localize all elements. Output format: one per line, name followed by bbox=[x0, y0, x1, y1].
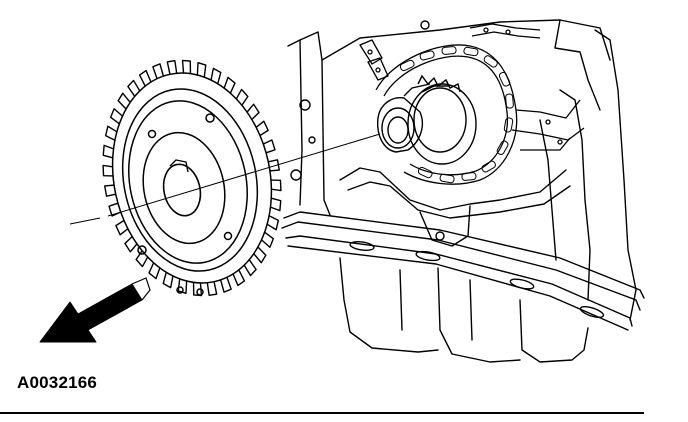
reluctor-tooth bbox=[270, 179, 282, 192]
reluctor-tooth bbox=[109, 108, 123, 125]
reluctor-tooth bbox=[263, 139, 276, 154]
reluctor-tooth bbox=[235, 88, 249, 106]
reluctor-tooth bbox=[219, 277, 232, 293]
reluctor-tooth bbox=[181, 59, 192, 74]
reluctor-tooth bbox=[162, 272, 174, 289]
figure-id-label: A0032166 bbox=[17, 373, 98, 392]
reluctor-tooth bbox=[177, 278, 188, 295]
reluctor-tooth bbox=[115, 219, 129, 236]
reluctor-tooth bbox=[261, 231, 275, 248]
reluctor-tooth bbox=[210, 67, 222, 84]
reluctor-tooth bbox=[152, 63, 165, 79]
reluctor-tooth bbox=[255, 120, 269, 137]
reluctor-tooth bbox=[166, 60, 178, 75]
alignment-line bbox=[69, 133, 381, 225]
reluctor-tooth bbox=[196, 61, 207, 78]
reluctor-tooth bbox=[270, 197, 282, 212]
reluctor-teeth bbox=[102, 59, 282, 297]
reluctor-tooth bbox=[138, 69, 152, 87]
reluctor-tooth bbox=[223, 76, 236, 94]
reluctor-tooth bbox=[124, 236, 138, 253]
reluctor-tooth bbox=[104, 125, 118, 141]
reluctor-ring bbox=[102, 59, 282, 297]
reluctor-tooth bbox=[117, 92, 131, 110]
reluctor-tooth bbox=[243, 259, 257, 277]
reluctor-tooth bbox=[232, 269, 246, 287]
reluctor-tooth bbox=[102, 164, 114, 177]
crankshaft-hub bbox=[377, 74, 477, 165]
engine-block bbox=[281, 19, 645, 363]
reluctor-tooth bbox=[108, 202, 121, 217]
reluctor-tooth bbox=[246, 103, 260, 120]
reluctor-tooth bbox=[253, 246, 267, 264]
pointer-arrow-icon bbox=[39, 283, 143, 343]
bottom-divider bbox=[0, 412, 644, 414]
reluctor-tooth bbox=[192, 282, 203, 297]
reluctor-tooth bbox=[104, 184, 116, 197]
reluctor-tooth bbox=[206, 281, 218, 296]
reluctor-tooth bbox=[266, 215, 280, 231]
reluctor-tooth bbox=[148, 262, 161, 280]
reluctor-tooth bbox=[135, 250, 149, 268]
reluctor-tooth bbox=[102, 144, 114, 159]
timing-chain bbox=[359, 23, 585, 185]
keyway-icon bbox=[169, 159, 189, 173]
reluctor-tooth bbox=[127, 79, 141, 97]
